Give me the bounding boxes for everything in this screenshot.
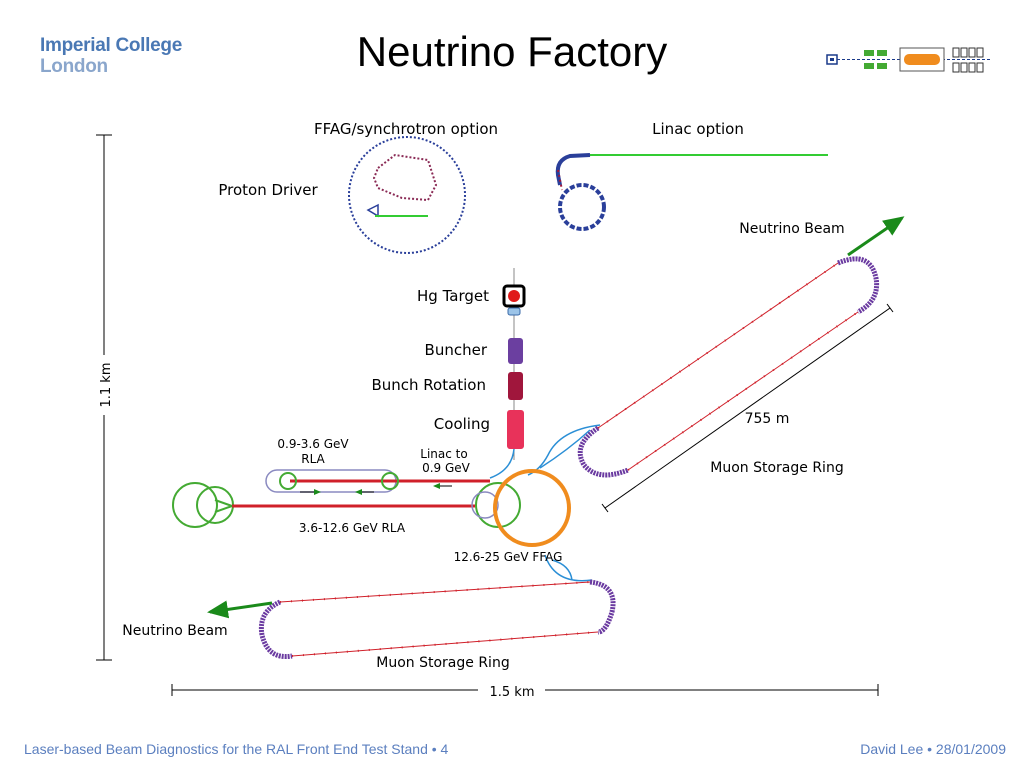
vertical-scale-bar: 1.1 km bbox=[96, 134, 114, 661]
muon-storage-ring-right bbox=[577, 216, 905, 513]
muon-storage-ring-bottom bbox=[207, 579, 616, 660]
rla1-label-line2: RLA bbox=[301, 452, 325, 466]
slide-title: Neutrino Factory bbox=[356, 28, 668, 75]
footer-author-date: David Lee • 28/01/2009 bbox=[860, 741, 1006, 757]
buncher-label: Buncher bbox=[425, 341, 488, 359]
neutrino-beam-arrow-top bbox=[847, 216, 905, 257]
front-end-channel bbox=[502, 268, 526, 460]
ffag-option-label: FFAG/synchrotron option bbox=[314, 120, 498, 138]
horizontal-scale-bar: 1.5 km bbox=[171, 684, 879, 700]
rla-0.9-3.6-gev bbox=[265, 469, 490, 495]
ffag-label: 12.6-25 GeV FFAG bbox=[454, 550, 563, 564]
rla2-label: 3.6-12.6 GeV RLA bbox=[299, 521, 406, 535]
accelerator-schematic-icon bbox=[826, 47, 992, 73]
linac-option-label: Linac option bbox=[652, 120, 744, 138]
proton-driver-ffag-option bbox=[348, 136, 466, 254]
hg-target-label: Hg Target bbox=[417, 287, 489, 305]
cooling-icon bbox=[507, 410, 524, 449]
horizontal-scale-label: 1.5 km bbox=[490, 685, 535, 700]
linac-to-label-line2: 0.9 GeV bbox=[422, 461, 471, 475]
muon-ring-right-label: Muon Storage Ring bbox=[710, 460, 843, 476]
ffag-ring bbox=[493, 469, 571, 547]
footer-talk-title: Laser-based Beam Diagnostics for the RAL… bbox=[24, 741, 449, 757]
rla1-label-line1: 0.9-3.6 GeV bbox=[277, 437, 349, 451]
cooling-label: Cooling bbox=[434, 415, 490, 433]
bunch-rotation-icon bbox=[508, 372, 523, 400]
vertical-scale-label: 1.1 km bbox=[99, 363, 114, 408]
length-755-label: 755 m bbox=[745, 411, 790, 427]
proton-driver-linac-option bbox=[555, 153, 828, 231]
neutrino-beam-top-label: Neutrino Beam bbox=[739, 221, 844, 237]
muon-ring-bottom-label: Muon Storage Ring bbox=[376, 655, 509, 671]
linac-to-label-line1: Linac to bbox=[420, 447, 467, 461]
logo-line-1: Imperial College bbox=[40, 35, 182, 56]
ring-length-dimension bbox=[604, 307, 891, 509]
bunch-rotation-label: Bunch Rotation bbox=[371, 376, 486, 394]
imperial-college-logo: Imperial College London bbox=[40, 35, 182, 77]
logo-line-2: London bbox=[40, 56, 108, 77]
buncher-icon bbox=[508, 338, 523, 364]
neutrino-beam-bottom-label: Neutrino Beam bbox=[122, 623, 227, 639]
proton-driver-label: Proton Driver bbox=[218, 181, 318, 199]
neutrino-beam-arrow-bottom bbox=[207, 600, 273, 619]
